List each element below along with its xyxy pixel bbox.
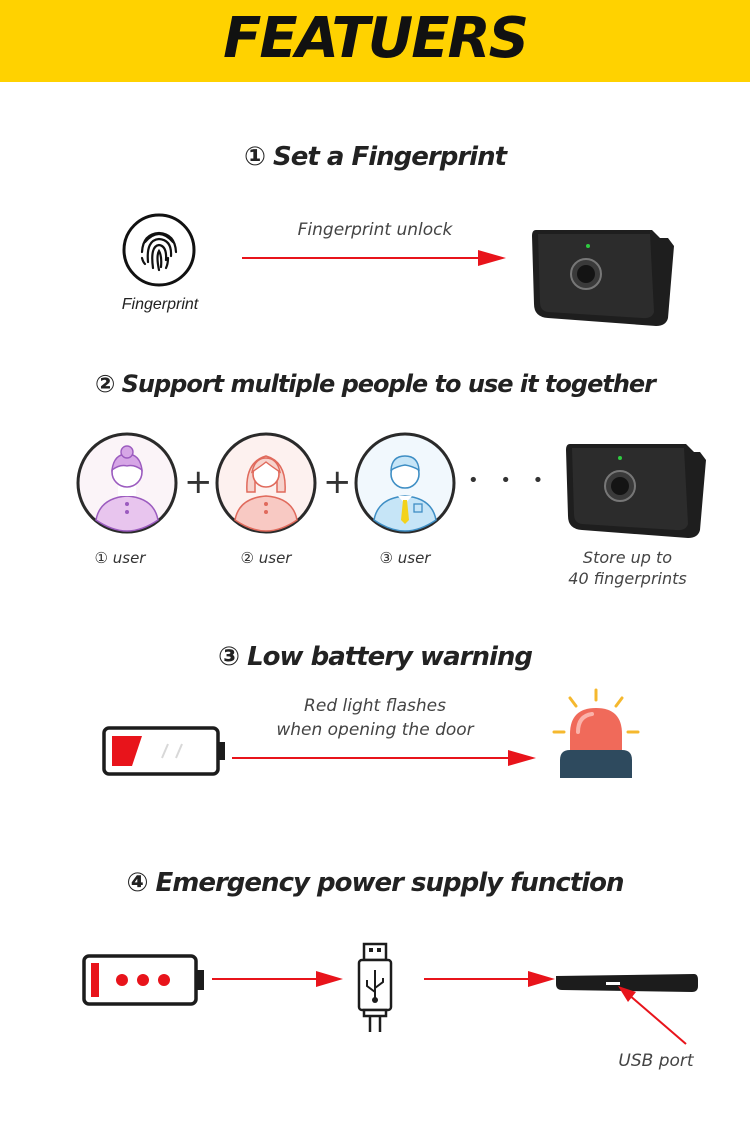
red-light-label-line2: when opening the door <box>276 720 474 740</box>
user-avatar-icon <box>215 432 317 534</box>
arrow-right-icon <box>212 970 344 988</box>
user-avatar-icon <box>76 432 178 534</box>
section3-title: ③ Low battery warning <box>218 642 533 672</box>
usb-port-label: USB port <box>618 1051 694 1071</box>
battery-low-icon <box>102 726 228 778</box>
fingerprint-icon <box>121 212 197 288</box>
store-label-line1: Store up to <box>582 548 673 567</box>
store-label-line2: 40 fingerprints <box>568 569 687 588</box>
dots-separator: • • • • <box>468 470 584 491</box>
page-title: FEATUERS <box>223 6 529 71</box>
arrow-right-icon <box>424 970 556 988</box>
lock-device-icon <box>562 438 708 542</box>
usb-port-pointer-icon <box>616 986 696 1050</box>
user-avatar-icon <box>354 432 456 534</box>
plus-sign: + <box>184 462 213 502</box>
red-light-label-line1: Red light flashes <box>304 696 446 716</box>
fingerprint-label: Fingerprint <box>121 296 199 313</box>
lock-device-icon <box>528 224 676 330</box>
battery-full-icon <box>82 954 206 1008</box>
plus-sign: + <box>323 462 352 502</box>
user-label: ② user <box>240 549 292 567</box>
siren-icon <box>548 688 644 780</box>
section1-title: ① Set a Fingerprint <box>243 142 507 172</box>
usb-plug-icon <box>356 942 394 1034</box>
lock-device-bottom-icon <box>554 972 700 994</box>
header-banner <box>0 0 750 82</box>
arrow-right-icon <box>232 749 537 767</box>
arrow-right-icon <box>242 249 507 267</box>
section2-title: ② Support multiple people to use it toge… <box>94 370 656 398</box>
fingerprint-unlock-label: Fingerprint unlock <box>297 220 453 240</box>
user-label: ① user <box>94 549 146 567</box>
section4-title: ④ Emergency power supply function <box>126 868 624 898</box>
user-label: ③ user <box>379 549 431 567</box>
